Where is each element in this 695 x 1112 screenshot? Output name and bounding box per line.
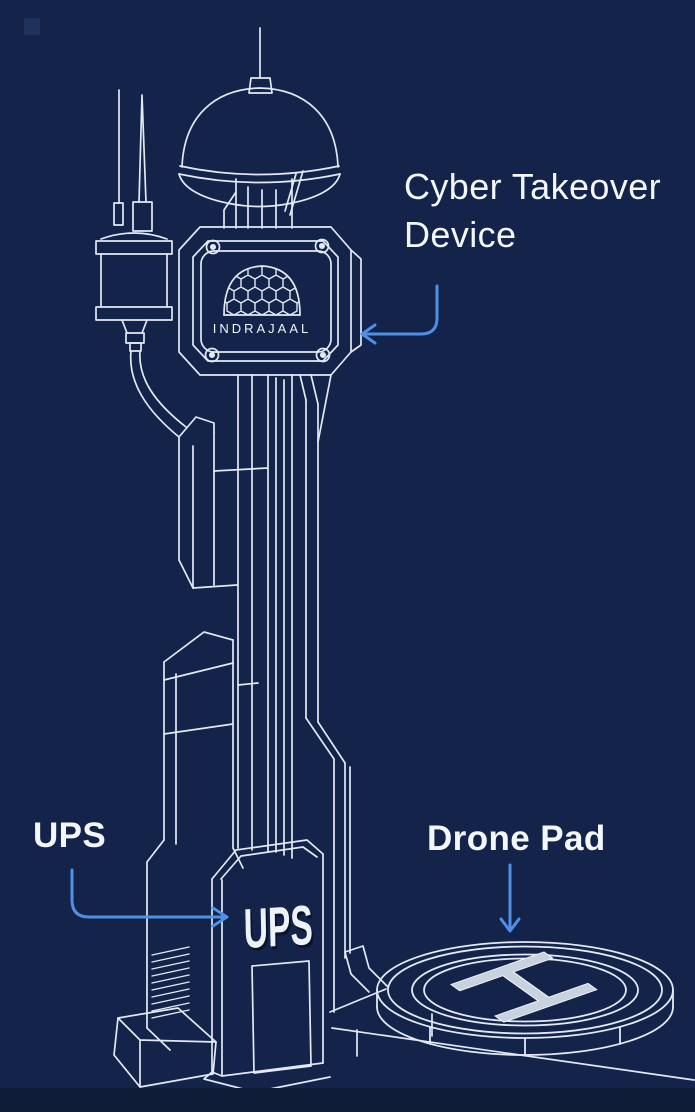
drone-pad: H bbox=[376, 936, 674, 1056]
ups-arrow bbox=[70, 868, 229, 928]
drone-pad-arrow bbox=[499, 863, 521, 933]
ups-unit-marking: UPS bbox=[243, 892, 314, 960]
footer-bar bbox=[0, 1088, 695, 1112]
antenna-module bbox=[95, 89, 187, 438]
helipad-h: H bbox=[414, 936, 634, 1038]
screen-artifact bbox=[24, 18, 40, 35]
vent-lines bbox=[151, 946, 190, 1019]
side-bracket bbox=[146, 631, 244, 1029]
cable-conduit bbox=[178, 416, 238, 589]
ups-label: UPS bbox=[33, 816, 107, 855]
radome-dome bbox=[178, 27, 341, 208]
cyber-takeover-arrow bbox=[360, 284, 439, 345]
pad-rim-seams bbox=[429, 1026, 621, 1056]
control-panel: INDRAJAAL bbox=[178, 226, 362, 376]
ups-unit bbox=[203, 839, 331, 1093]
ups-door-panel bbox=[251, 960, 312, 1074]
panel-screws bbox=[204, 238, 331, 363]
tower-pole bbox=[213, 374, 351, 1013]
tower-neck bbox=[223, 170, 304, 229]
cyber-takeover-label: Cyber Takeover Device bbox=[404, 166, 662, 255]
drone-pad-label: Drone Pad bbox=[427, 819, 606, 858]
base-feet bbox=[113, 946, 217, 1088]
mesh-dome-logo: INDRAJAAL bbox=[213, 265, 312, 336]
brand-text: INDRAJAAL bbox=[213, 321, 312, 336]
